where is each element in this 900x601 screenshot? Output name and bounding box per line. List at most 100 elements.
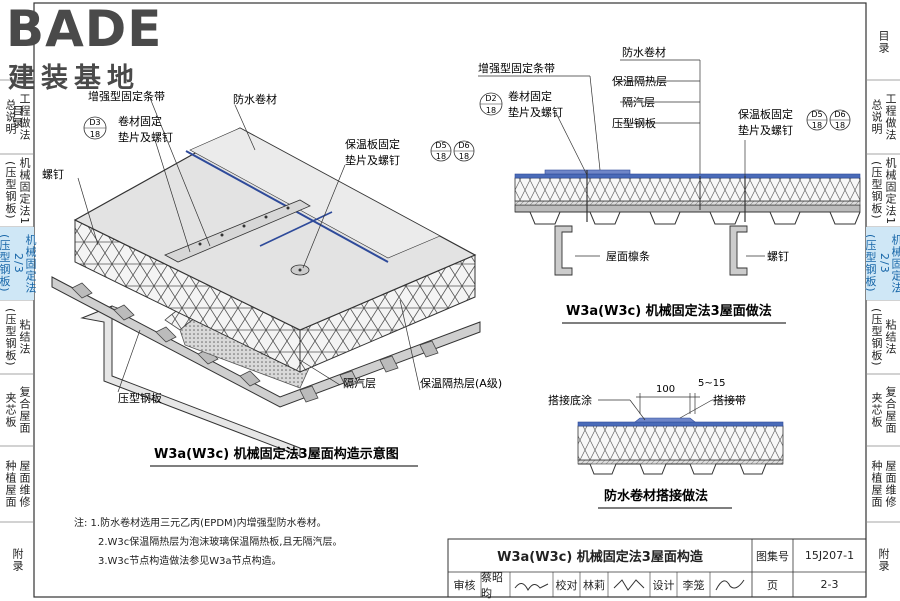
iso-label-roll-fix: 卷材固定 <box>118 114 162 128</box>
left-tab-contents[interactable]: 目录 <box>11 105 24 129</box>
side-tab-dividers <box>0 79 900 523</box>
iso-label-reinforced-strip: 增强型固定条带 <box>88 89 165 103</box>
svg-text:18: 18 <box>90 130 100 139</box>
section-leader-lines <box>478 59 765 257</box>
lap-label-tape: 搭接带 <box>713 394 746 407</box>
page-number: 2-3 <box>820 578 839 591</box>
svg-text:D6: D6 <box>834 110 845 119</box>
iso-label-vapor: 隔汽层 <box>343 376 376 390</box>
svg-text:18: 18 <box>436 152 446 161</box>
section-label-roll-fix: 卷材固定 <box>508 89 552 103</box>
membrane-top <box>73 127 477 331</box>
svg-text:18: 18 <box>812 121 822 130</box>
lap-caption: 防水卷材搭接做法 <box>604 488 708 504</box>
right-tab-general[interactable]: 工程做法总说明 <box>870 93 897 141</box>
section-label-insul-fix2: 垫片及螺钉 <box>738 123 793 137</box>
svg-text:D3: D3 <box>89 118 100 127</box>
right-tab-contents[interactable]: 目录 <box>877 29 890 54</box>
left-tab-mech23[interactable]: 机械固定法2/3(压型钢板) <box>0 227 37 300</box>
signature-marks <box>514 579 745 592</box>
fixing-strip <box>164 199 311 263</box>
svg-text:D6: D6 <box>458 141 469 150</box>
section-label-vapor: 隔汽层 <box>622 95 655 109</box>
section-purlin-right <box>729 225 748 276</box>
left-tab-mech1[interactable]: 机械固定法1(压型钢板) <box>4 156 31 225</box>
side-nav-right: 目录 工程做法总说明 机械固定法1(压型钢板) 机械固定法2/3(压型钢板) 粘… <box>864 0 900 600</box>
iso-label-screw: 螺钉 <box>42 168 64 181</box>
right-tab-mech23[interactable]: 机械固定法2/3(压型钢板) <box>864 227 900 300</box>
section-deck-profile <box>515 211 861 225</box>
section-diagram: D2 18 D5 18 D6 18 防水卷材 增强型固定条带 保温隔热层 隔汽层… <box>478 45 861 324</box>
right-tab-sandwich[interactable]: 复合屋面夹芯板 <box>870 386 897 434</box>
design-label: 设计 <box>652 578 675 592</box>
notes-block: 注: 1.防水卷材选用三元乙丙(EPDM)内增强型防水卷材。 2.W3c保温隔热… <box>74 514 342 571</box>
section-label-purlin: 屋面檩条 <box>606 249 650 263</box>
svg-text:D2: D2 <box>485 94 496 103</box>
check-name: 林莉 <box>583 578 605 592</box>
svg-text:18: 18 <box>835 121 845 130</box>
left-tab-appendix[interactable]: 附录 <box>11 547 24 572</box>
iso-label-deck: 压型钢板 <box>118 391 162 405</box>
lap-label-primer: 搭接底涂 <box>548 393 592 407</box>
right-tab-planting[interactable]: 屋面维修种植屋面 <box>870 460 897 508</box>
iso-leader-lines <box>77 97 421 393</box>
right-tab-mech1[interactable]: 机械固定法1(压型钢板) <box>870 156 897 225</box>
lap-insulation <box>577 425 784 461</box>
lap-membrane <box>577 421 784 427</box>
iso-ref-d5: D5 18 <box>430 140 452 162</box>
lap-line-short <box>259 211 333 247</box>
section-label-insul: 保温隔热层 <box>612 74 667 88</box>
section-label-strip: 增强型固定条带 <box>478 61 555 75</box>
lap-dim-100: 100 <box>656 384 675 395</box>
title-block-frame <box>447 538 867 598</box>
svg-text:18: 18 <box>486 106 496 115</box>
atlas-number: 15J207-1 <box>804 549 855 562</box>
title-block-title: W3a(W3c) 机械固定法3屋面构造 <box>497 550 703 565</box>
atlas-label: 图集号 <box>756 549 789 563</box>
lap-dim-515: 5~15 <box>698 378 725 389</box>
note-2: 2.W3c保温隔热层为泡沫玻璃保温隔热板,且无隔汽层。 <box>98 537 343 548</box>
section-label-screw: 螺钉 <box>767 250 789 263</box>
brand-logo: BADE 建装基地 <box>6 0 176 94</box>
iso-label-insul-fix2: 垫片及螺钉 <box>345 153 400 167</box>
brand-wordmark: BADE <box>6 0 163 58</box>
deck-bottom <box>51 276 481 408</box>
section-purlin-left <box>554 225 573 276</box>
iso-label-membrane: 防水卷材 <box>233 92 277 106</box>
brand-chinese: 建装基地 <box>8 63 140 94</box>
section-ref-d5: D5 18 <box>806 109 828 131</box>
svg-text:D5: D5 <box>435 141 446 150</box>
section-label-membrane: 防水卷材 <box>622 45 666 59</box>
iso-label-insulation: 保温隔热层(A级) <box>420 376 502 390</box>
iso-label-roll-fix2: 垫片及螺钉 <box>118 130 173 144</box>
check-label: 校对 <box>555 578 578 592</box>
iso-ref-d6: D6 18 <box>453 140 475 162</box>
note-1: 注: 1.防水卷材选用三元乙丙(EPDM)内增强型防水卷材。 <box>74 518 327 529</box>
section-membrane <box>514 173 861 179</box>
iso-ref-d3: D3 18 <box>83 116 107 140</box>
right-tab-appendix[interactable]: 附录 <box>877 547 890 572</box>
left-tab-planting[interactable]: 屋面维修种植屋面 <box>4 460 31 508</box>
page-label: 页 <box>767 578 778 592</box>
note-3: 3.W3c节点构造做法参见W3a节点构造。 <box>98 556 282 567</box>
svg-text:18: 18 <box>459 152 469 161</box>
section-vapor-layer <box>514 200 861 206</box>
left-tab-sandwich[interactable]: 复合屋面夹芯板 <box>4 386 31 434</box>
section-label-insul-fix: 保温板固定 <box>738 107 793 121</box>
section-ref-d2: D2 18 <box>479 92 503 116</box>
review-label: 审核 <box>453 578 476 592</box>
lap-tape <box>634 417 696 423</box>
side-nav-left: 目录 工程做法总说明 机械固定法1(压型钢板) 机械固定法2/3(压型钢板) 粘… <box>0 0 37 600</box>
lap-diagram: 100 5~15 搭接底涂 搭接带 防水卷材搭接做法 <box>548 378 784 509</box>
section-caption: W3a(W3c) 机械固定法3屋面做法 <box>566 303 772 319</box>
design-name: 李笼 <box>682 578 705 592</box>
left-tab-adhesive[interactable]: 粘结法(压型钢板) <box>4 307 31 367</box>
right-tab-adhesive[interactable]: 粘结法(压型钢板) <box>870 307 897 367</box>
review-name: 蔡昭昀 <box>481 570 503 600</box>
left-tab-general[interactable]: 工程做法总说明 <box>4 93 31 141</box>
section-insulation <box>514 177 861 202</box>
section-label-deck: 压型钢板 <box>612 116 656 130</box>
isometric-diagram: D3 18 D5 18 D6 18 增强型固定条带 防水卷材 卷材固定 垫片及螺… <box>42 89 502 467</box>
